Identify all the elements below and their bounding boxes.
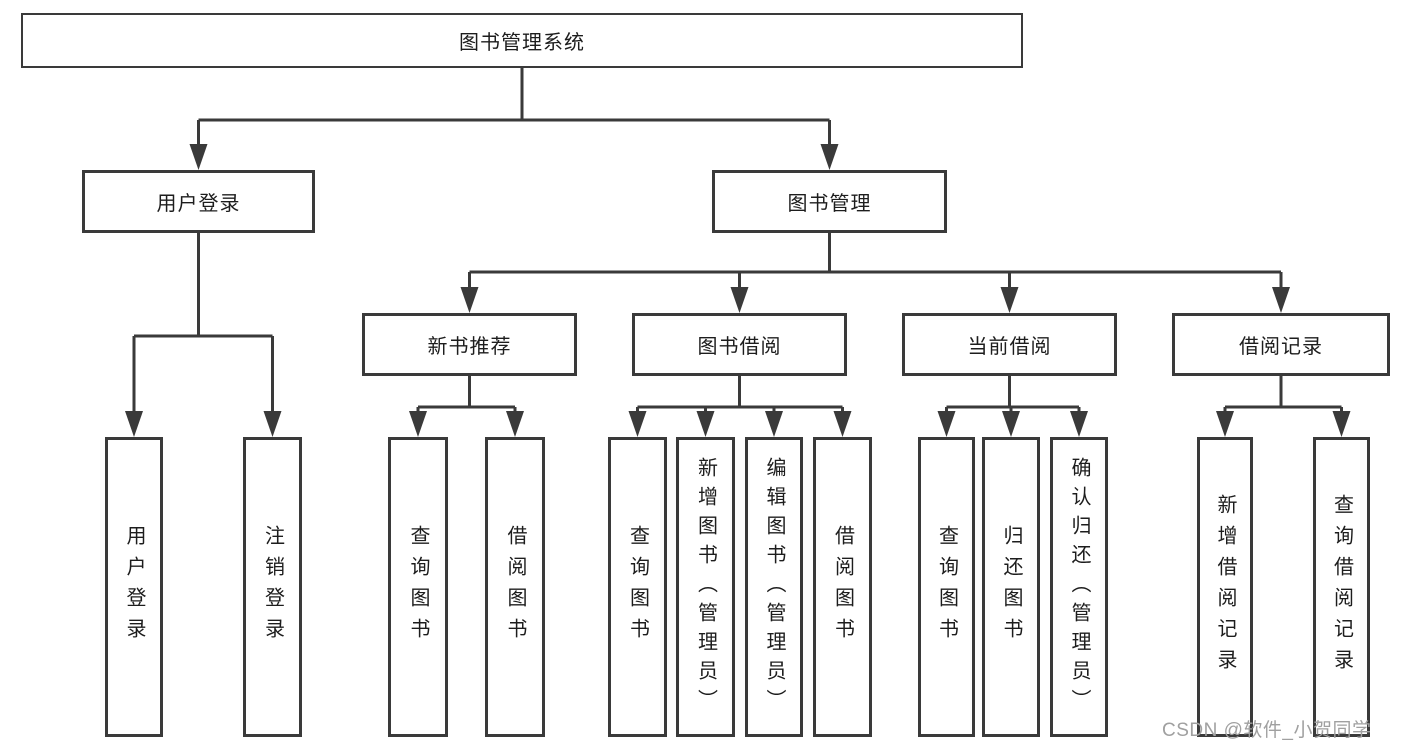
node-borrow-records: 借阅记录 xyxy=(1172,313,1390,376)
leaf-label: 查询图书 xyxy=(626,525,649,649)
leaf-logout: 注销登录 xyxy=(243,437,302,737)
leaf-label: 用户登录 xyxy=(123,525,145,649)
node-user-login: 用户登录 xyxy=(82,170,315,233)
leaf-label: 查询借阅记录 xyxy=(1330,494,1353,680)
node-label: 图书管理系统 xyxy=(459,32,585,54)
arrowhead xyxy=(409,411,427,437)
node-label: 当前借阅 xyxy=(967,336,1052,358)
leaf-query-books: 查询图书 xyxy=(388,437,448,737)
connector-book-management-branch xyxy=(460,233,1290,313)
arrowhead xyxy=(937,411,956,437)
connector-borrow-records-branch xyxy=(1216,376,1351,437)
leaf-label: 编辑图书（管理员） xyxy=(763,456,785,718)
leaf-label: 查询图书 xyxy=(407,525,429,649)
connector-new-book-branch xyxy=(409,376,524,437)
leaf-label: 借阅图书 xyxy=(504,525,526,649)
node-book-management: 图书管理 xyxy=(712,170,947,233)
leaf-edit-books-admin: 编辑图书（管理员） xyxy=(745,437,803,737)
arrowhead xyxy=(696,411,715,437)
leaf-borrow-books: 借阅图书 xyxy=(813,437,872,737)
node-library-management-system: 图书管理系统 xyxy=(21,13,1023,68)
leaf-add-books-admin: 新增图书（管理员） xyxy=(676,437,735,737)
arrowhead xyxy=(1002,411,1020,437)
arrowhead xyxy=(820,144,839,170)
leaf-query-borrow-record: 查询借阅记录 xyxy=(1313,437,1370,737)
node-label: 新书推荐 xyxy=(427,336,512,358)
leaf-return-books: 归还图书 xyxy=(982,437,1040,737)
node-label: 用户登录 xyxy=(156,193,241,215)
node-label: 借阅记录 xyxy=(1239,336,1323,358)
leaf-borrow-books: 借阅图书 xyxy=(485,437,545,737)
leaf-label: 借阅图书 xyxy=(831,525,854,649)
connector-book-borrow-branch xyxy=(628,376,852,437)
arrowhead xyxy=(506,411,524,437)
connector-current-borrow-branch xyxy=(937,376,1088,437)
leaf-label: 查询图书 xyxy=(935,525,958,649)
leaf-label: 新增图书（管理员） xyxy=(694,456,717,718)
arrowhead xyxy=(1332,411,1351,437)
arrowhead xyxy=(730,287,749,313)
leaf-add-borrow-record: 新增借阅记录 xyxy=(1197,437,1253,737)
arrowhead xyxy=(263,411,282,437)
arrowhead xyxy=(1070,411,1088,437)
connector-user-login-branch xyxy=(125,233,282,437)
node-label: 图书管理 xyxy=(787,193,872,215)
leaf-user-login: 用户登录 xyxy=(105,437,163,737)
leaf-label: 新增借阅记录 xyxy=(1214,494,1236,680)
leaf-label: 确认归还（管理员） xyxy=(1068,456,1090,718)
leaf-query-books: 查询图书 xyxy=(608,437,667,737)
leaf-confirm-return-admin: 确认归还（管理员） xyxy=(1050,437,1108,737)
arrowhead xyxy=(1272,287,1290,313)
arrowhead xyxy=(460,287,479,313)
arrowhead xyxy=(189,144,208,170)
connector-root-to-level1 xyxy=(189,68,839,170)
leaf-label: 归还图书 xyxy=(1000,525,1022,649)
arrowhead xyxy=(1216,411,1234,437)
arrowhead xyxy=(628,411,647,437)
node-new-book-recommend: 新书推荐 xyxy=(362,313,577,376)
csdn-watermark: CSDN @软件_小贺同学 xyxy=(1162,720,1372,741)
arrowhead xyxy=(765,411,783,437)
node-label: 图书借阅 xyxy=(697,336,782,358)
leaf-label: 注销登录 xyxy=(261,525,284,649)
arrowhead xyxy=(125,411,143,437)
arrowhead xyxy=(1000,287,1019,313)
arrowhead xyxy=(833,411,852,437)
leaf-query-books: 查询图书 xyxy=(918,437,975,737)
node-current-borrow: 当前借阅 xyxy=(902,313,1117,376)
node-book-borrow: 图书借阅 xyxy=(632,313,847,376)
